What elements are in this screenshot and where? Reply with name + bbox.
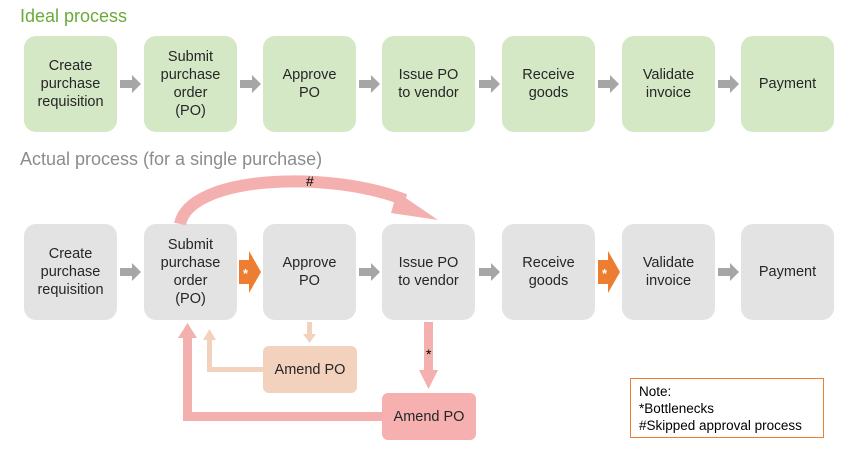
arrow-right-icon	[240, 75, 261, 93]
ideal-step-approve-po: Approve PO	[263, 36, 356, 132]
arrow-right-icon	[479, 263, 500, 281]
bottleneck-mark: *	[426, 346, 432, 362]
ideal-flow-arrows	[120, 75, 739, 93]
arrow-right-icon	[479, 75, 500, 93]
ideal-step-issue-po: Issue PO to vendor	[382, 36, 475, 132]
note-title: Note:	[639, 384, 672, 399]
bottleneck-mark: *	[602, 266, 608, 281]
arrow-head-icon	[391, 192, 438, 220]
arrow-down-icon	[303, 334, 316, 343]
arrow-right-icon	[359, 263, 380, 281]
arrow-up-icon	[203, 329, 216, 340]
note-skipped-approval: #Skipped approval process	[639, 418, 802, 433]
ideal-process-title: Ideal process	[20, 6, 128, 26]
arrow-right-icon	[718, 75, 739, 93]
amend-2-flow	[178, 322, 438, 421]
note-box: Note: *Bottlenecks #Skipped approval pro…	[630, 378, 824, 438]
ideal-step-validate-invoice: Validate invoice	[622, 36, 715, 132]
actual-step-receive-goods: Receive goods	[502, 224, 595, 320]
bottleneck-arrows	[239, 251, 620, 293]
arrow-up-icon	[178, 323, 197, 338]
actual-step-approve-po: Approve PO	[263, 224, 356, 320]
amend-po-box: Amend PO	[263, 346, 357, 393]
arrow-right-icon	[120, 263, 141, 281]
arrow-right-icon	[598, 75, 619, 93]
actual-process-title: Actual process (for a single purchase)	[20, 149, 323, 169]
ideal-step-submit-po: Submit purchase order (PO)	[144, 36, 237, 132]
bottleneck-arrow-icon	[239, 251, 261, 293]
actual-step-issue-po: Issue PO to vendor	[382, 224, 475, 320]
actual-flow-arrows	[120, 263, 739, 281]
skip-approval-arc	[174, 175, 408, 226]
ideal-step-create-requisition: Create purchase requisition	[24, 36, 117, 132]
ideal-step-receive-goods: Receive goods	[502, 36, 595, 132]
arrow-right-icon	[718, 263, 739, 281]
ideal-step-payment: Payment	[741, 36, 834, 132]
amend-po-box: Amend PO	[382, 393, 476, 440]
note-bottlenecks: *Bottlenecks	[639, 401, 715, 416]
amend-1-flow	[203, 322, 316, 372]
arrow-right-icon	[120, 75, 141, 93]
actual-step-create-requisition: Create purchase requisition	[24, 224, 117, 320]
arrow-down-icon	[419, 370, 438, 389]
skip-mark: #	[306, 173, 314, 189]
bottleneck-mark: *	[243, 266, 249, 281]
arrow-right-icon	[359, 75, 380, 93]
actual-step-submit-po: Submit purchase order (PO)	[144, 224, 237, 320]
actual-step-validate-invoice: Validate invoice	[622, 224, 715, 320]
actual-step-payment: Payment	[741, 224, 834, 320]
bottleneck-arrow-icon	[598, 251, 620, 293]
